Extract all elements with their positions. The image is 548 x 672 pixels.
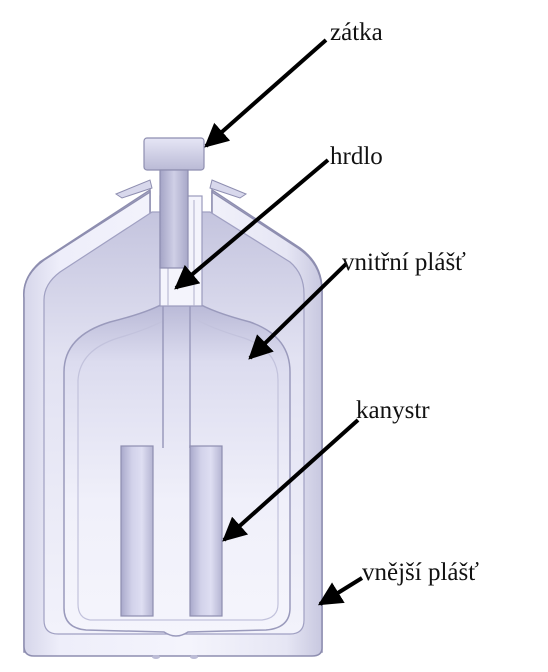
canister-left (121, 446, 153, 616)
arrow-outer-shell (320, 578, 362, 604)
label-outer-shell: vnější plášť (362, 559, 479, 586)
base-dimple-right (190, 655, 198, 659)
canister-right (190, 446, 222, 616)
label-stopper: zátka (330, 19, 383, 46)
label-inner-shell: vnitřní plášť (342, 249, 466, 276)
label-neck: hrdlo (330, 143, 383, 170)
arrow-stopper (206, 40, 326, 146)
label-canister: kanystr (356, 397, 430, 424)
base-dimple-left (152, 655, 160, 659)
stopper-plug (160, 170, 188, 268)
stopper-cap (144, 138, 204, 170)
